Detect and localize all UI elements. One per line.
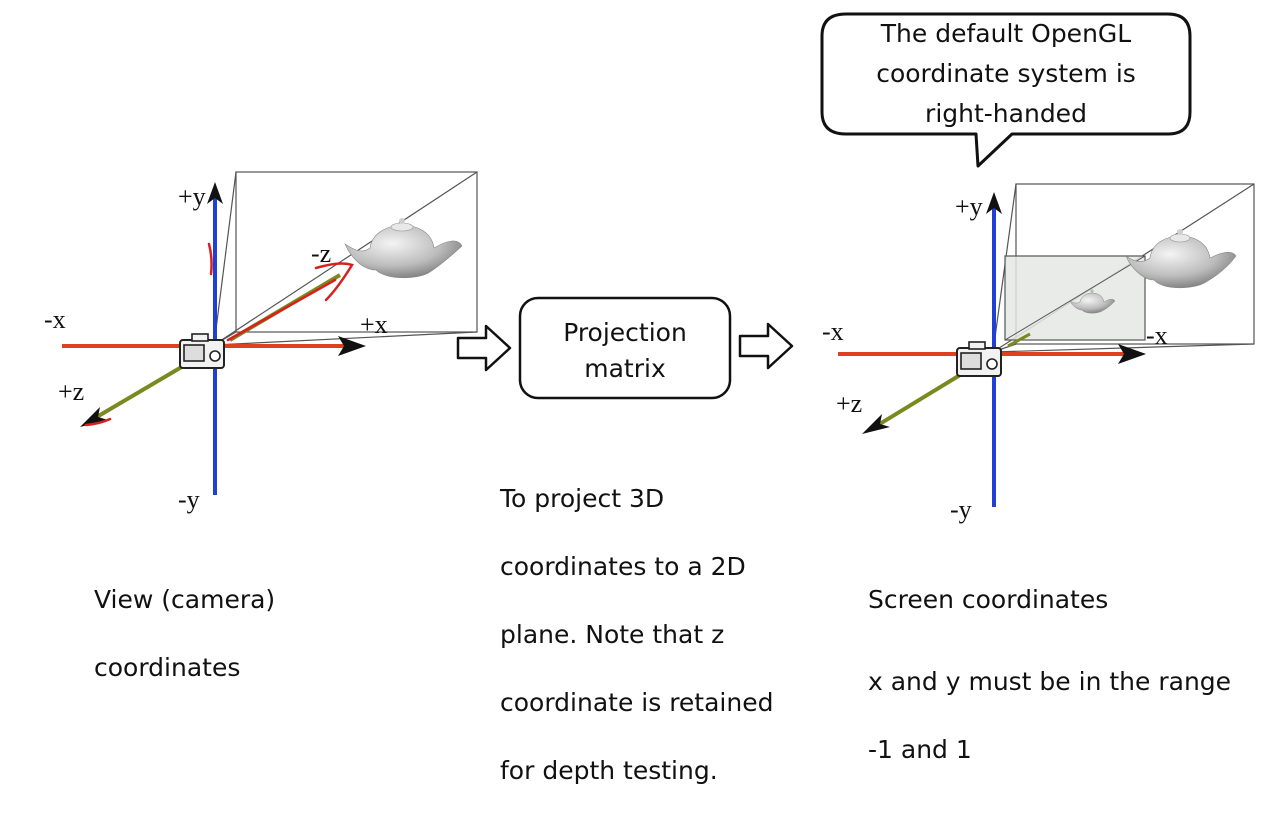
- label-plus-y-right: +y: [955, 192, 983, 221]
- projection-note-line2: coordinates to a 2D: [500, 552, 746, 581]
- label-plus-z: +z: [58, 377, 84, 406]
- z-axis-right-arrowhead: [862, 414, 890, 434]
- block-arrow-right: [738, 322, 794, 370]
- label-minus-x: -x: [44, 305, 66, 334]
- block-arrow-left: [456, 324, 512, 372]
- bubble-line1: The default OpenGL: [880, 19, 1131, 48]
- view-caption-line2: coordinates: [94, 653, 241, 682]
- speech-bubble: The default OpenGL coordinate system is …: [820, 12, 1192, 168]
- view-caption: View (camera) coordinates: [94, 549, 275, 719]
- projection-note: To project 3D coordinates to a 2D plane.…: [500, 448, 773, 822]
- screen-caption-text: Screen coordinates: [868, 585, 1109, 614]
- y-axis-right-arrowhead: [986, 192, 1002, 214]
- z-axis-positive: [93, 363, 187, 420]
- projection-note-line3: plane. Note that z: [500, 620, 725, 649]
- projection-box-line1: Projection: [563, 318, 687, 347]
- teapot-icon-projected: [1069, 289, 1116, 314]
- range-note: x and y must be in the range -1 and 1: [868, 631, 1231, 801]
- screen-caption: Screen coordinates: [868, 549, 1108, 651]
- projection-note-line5: for depth testing.: [500, 756, 718, 785]
- teapot-icon-far: [1125, 229, 1237, 289]
- label-minus-y: -y: [178, 485, 200, 514]
- range-note-line1: x and y must be in the range: [868, 667, 1232, 696]
- label-x-right-end: -x: [1146, 321, 1168, 350]
- view-frustum: [213, 171, 478, 346]
- label-plus-z-right: +z: [836, 389, 862, 418]
- camera-icon: [179, 333, 225, 369]
- view-coordinates-diagram: +y -y -x +x +z -z: [44, 171, 478, 514]
- y-axis-arrowhead: [207, 182, 223, 204]
- view-caption-line1: View (camera): [94, 585, 276, 614]
- opengl-coordinate-diagram: +y -y -x +x +z -z Projection matrix The …: [44, 12, 1255, 524]
- label-plus-x: +x: [360, 310, 388, 339]
- projection-note-line1: To project 3D: [500, 484, 665, 513]
- projection-note-line4: coordinate is retained: [500, 688, 774, 717]
- label-plus-y: +y: [178, 182, 206, 211]
- z-axis-right: [876, 370, 967, 427]
- range-note-line2: -1 and 1: [868, 735, 972, 764]
- x-axis-right-arrowhead: [1118, 344, 1146, 364]
- bubble-line2: coordinate system is: [876, 59, 1136, 88]
- label-minus-y-right: -y: [950, 495, 972, 524]
- screen-coordinates-diagram: +y -y -x -x +z: [822, 183, 1255, 524]
- projection-box-line2: matrix: [584, 354, 666, 383]
- label-minus-x-right: -x: [822, 317, 844, 346]
- camera-icon-right: [956, 341, 1002, 377]
- label-minus-z: -z: [311, 239, 331, 268]
- projection-matrix-box: Projection matrix: [518, 296, 732, 400]
- pen-annotations: [84, 242, 354, 427]
- z-axis-arrowhead: [80, 407, 108, 427]
- x-axis-arrowhead: [338, 336, 366, 356]
- bubble-line3: right-handed: [925, 99, 1087, 128]
- teapot-icon: [344, 218, 463, 279]
